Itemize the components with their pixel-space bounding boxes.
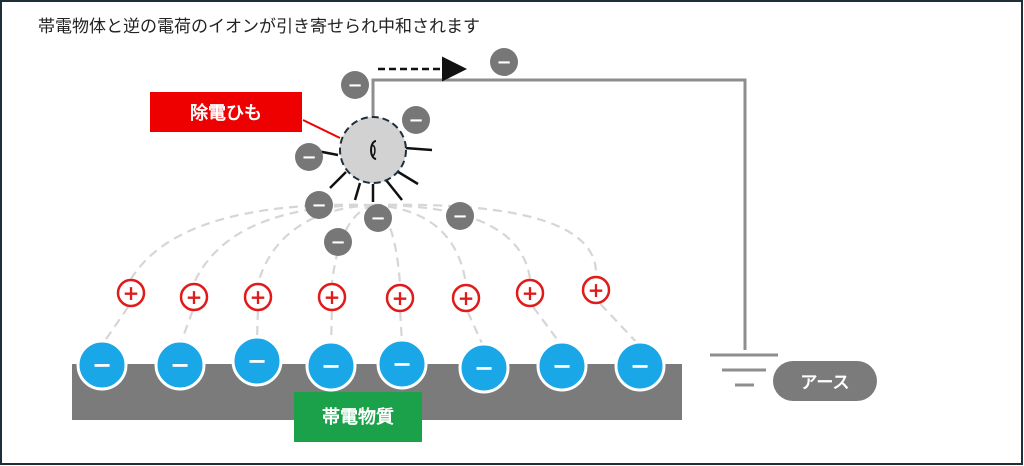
charged-material-label-text: 帯電物質 [322,406,394,428]
earth-label: アース [773,361,877,401]
earth-symbol [710,353,778,387]
positive-charge-sign: + [588,278,605,302]
positive-charge-sign: + [392,286,409,310]
field-line [372,203,468,285]
field-line-drop [329,310,333,347]
negative-ion-sign: − [408,110,423,131]
material-negative-charge-sign: − [392,350,412,378]
material-negative-charge: − [305,340,357,392]
positive-charge: + [243,282,273,312]
charged-material-label: 帯電物質 [294,392,422,442]
material-negative-charge-sign: − [170,351,190,379]
negative-ion: − [446,202,474,230]
negative-ion: − [402,106,430,134]
material-negative-charge: − [76,339,128,391]
material-negative-charge-sign: − [92,351,112,379]
negative-ion-sign: − [370,208,385,229]
material-negative-charge: − [614,340,666,392]
negative-ion: − [364,204,392,232]
negative-ion-sign: − [452,206,467,227]
caption: 帯電物体と逆の電荷のイオンが引き寄せられ中和されます [38,17,480,37]
material-negative-charge: − [458,342,510,394]
material-negative-charge-sign: − [552,352,572,380]
static-cord-section [311,116,433,202]
negative-ion-sign: − [311,195,326,216]
negative-ion: − [305,191,333,219]
negative-ion: − [490,48,518,76]
field-line-drop [101,306,130,346]
positive-charge: + [317,282,347,312]
positive-charges: + + + + + + + + [116,275,611,313]
positive-charge-sign: + [324,285,341,309]
negative-ion-sign: − [496,52,511,73]
ground-wire [371,78,747,350]
material-negative-charge: − [154,339,206,391]
material-negative-charge-sign: − [321,352,341,380]
field-lines [101,203,641,349]
static-cord-label: 除電ひも [150,92,302,132]
cord-label-connector [302,119,341,139]
field-line-drop [255,310,259,342]
positive-charge-sign: + [186,285,203,309]
field-line [193,203,374,284]
field-line [372,203,598,277]
positive-charge: + [451,283,481,313]
positive-charge: + [116,278,146,308]
material-negative-charge: − [376,338,428,390]
field-line-drop [532,306,563,347]
positive-charge-sign: + [458,286,475,310]
material-negative-charge: − [536,340,588,392]
negative-ion-sign: − [347,75,362,96]
earth-label-text: アース [800,373,849,393]
static-cord-label-text: 除電ひも [190,102,262,124]
positive-charge-sign: + [123,281,140,305]
negative-ion-sign: − [330,232,345,253]
field-line-drop [399,311,404,345]
negative-ion: − [295,143,323,171]
field-line-drop [599,303,641,347]
negative-ion-sign: − [301,147,316,168]
material-negative-charge-sign: − [474,354,494,382]
field-line-drop [466,311,486,349]
field-line [330,203,374,284]
material-negative-charge-sign: − [247,347,267,375]
negative-ions: −−−−−−−− [295,48,518,256]
material-negative-charge-sign: − [630,352,650,380]
negative-ion: − [341,71,369,99]
positive-charge: + [179,282,209,312]
positive-charge: + [385,283,415,313]
material-negative-charge: − [231,335,283,387]
field-line-drop [178,310,194,346]
field-line [256,203,374,284]
field-line [372,203,532,280]
positive-charge: + [515,278,545,308]
positive-charge: + [581,275,611,305]
material-negative-charges: −−−−−−−− [76,335,666,394]
positive-charge-sign: + [522,281,539,305]
positive-charge-sign: + [250,285,267,309]
negative-ion: − [324,228,352,256]
